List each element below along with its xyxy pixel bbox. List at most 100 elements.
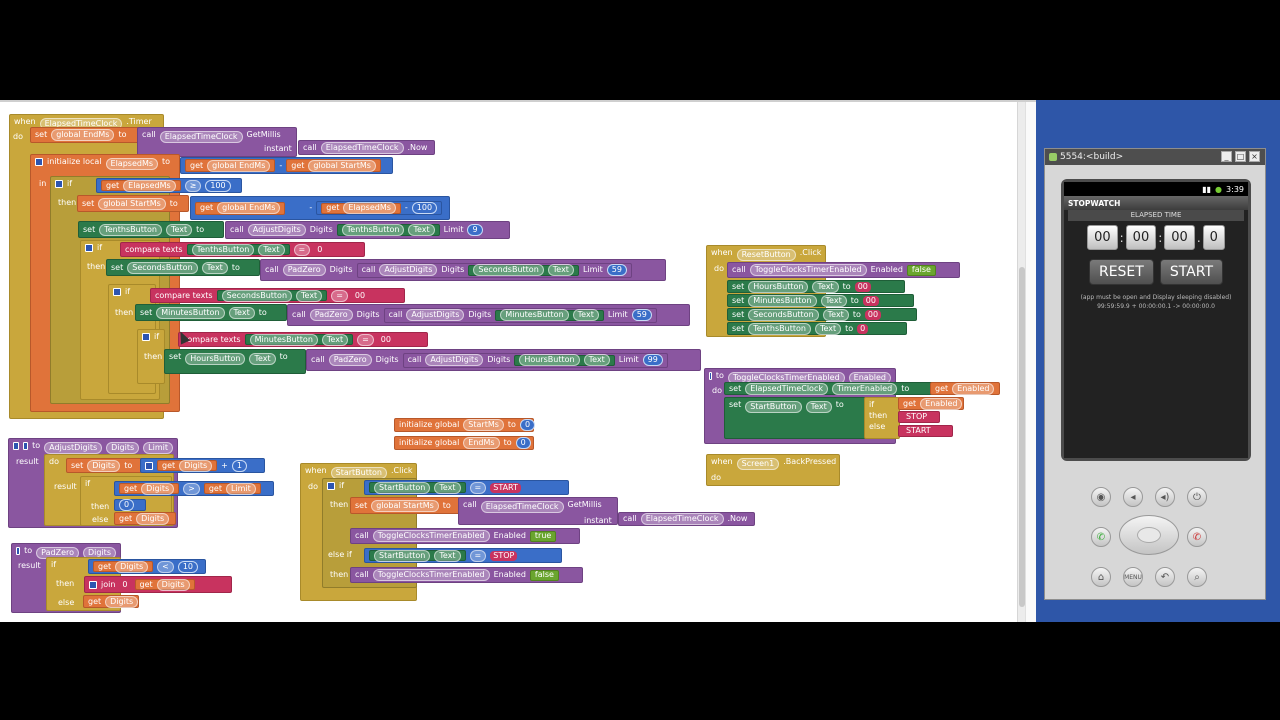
minimize-button[interactable]: _ [1221, 151, 1232, 162]
workspace-scrollbar[interactable] [1017, 102, 1025, 622]
gear-icon[interactable] [142, 333, 150, 341]
scrollbar-thumb[interactable] [1019, 267, 1025, 607]
adjust-zero[interactable]: 0 [114, 499, 146, 511]
result-label: result [16, 457, 39, 466]
dpad[interactable] [1119, 515, 1179, 555]
minutes-button[interactable]: 00 [1125, 225, 1157, 250]
clock-display: 00 : 00 : 00 . 0 [1064, 225, 1248, 250]
home-icon[interactable]: ⌂ [1091, 567, 1111, 587]
hours-button[interactable]: 00 [1087, 225, 1118, 250]
close-button[interactable]: × [1249, 151, 1260, 162]
then-label-5: then [91, 502, 110, 511]
elseif-label: else if [328, 550, 352, 559]
dpad-center[interactable] [1137, 527, 1161, 543]
emulator-titlebar[interactable]: 5554:<build> _ □ × [1045, 149, 1265, 165]
result-label-3: result [18, 561, 41, 570]
do-label-4: do [712, 386, 722, 395]
gear-icon[interactable] [89, 580, 97, 589]
gear-icon[interactable] [55, 180, 63, 188]
seconds-button[interactable]: 00 [1164, 225, 1195, 250]
reset-button[interactable]: RESET [1088, 259, 1154, 285]
toggle-stop-str[interactable]: STOP [898, 411, 940, 423]
gear-icon[interactable] [709, 372, 712, 380]
call-icon[interactable]: ✆ [1091, 527, 1111, 547]
toggle-start-str[interactable]: START [898, 425, 953, 437]
gear-icon[interactable] [327, 482, 335, 490]
tenths-button[interactable]: 0 [1202, 225, 1225, 250]
search-icon[interactable]: ⌕ [1187, 567, 1207, 587]
start-button[interactable]: START [1159, 259, 1224, 285]
elapsed-time-label: ELAPSED TIME [1068, 210, 1244, 221]
end-call-icon[interactable]: ✆ [1187, 527, 1207, 547]
camera-icon[interactable]: ◉ [1091, 487, 1111, 507]
back-icon[interactable]: ↶ [1155, 567, 1175, 587]
gear-icon[interactable] [113, 288, 121, 296]
gear-icon[interactable] [85, 244, 93, 252]
help-icon[interactable] [22, 442, 29, 450]
in-label: in [39, 179, 47, 188]
phone-frame: ▮▮ ● 3:39 STOPWATCH ELAPSED TIME 00 : 00… [1061, 179, 1251, 461]
then-label-7: then [330, 500, 349, 509]
volume-up-icon[interactable]: ◂) [1155, 487, 1175, 507]
menu-icon[interactable]: MENU [1123, 567, 1143, 587]
if-minutes-block[interactable]: if [137, 329, 165, 384]
gear-icon[interactable] [13, 442, 19, 450]
then-label-2: then [87, 262, 106, 271]
status-bar: ▮▮ ● 3:39 [1064, 182, 1248, 196]
gear-icon[interactable] [35, 158, 43, 166]
maximize-button[interactable]: □ [1235, 151, 1246, 162]
power-icon[interactable]: ⏻ [1187, 487, 1207, 507]
phone-screen[interactable]: ▮▮ ● 3:39 STOPWATCH ELAPSED TIME 00 : 00… [1064, 182, 1248, 458]
emulator-window[interactable]: 5554:<build> _ □ × ▮▮ ● 3:39 STOPWATCH E… [1044, 148, 1266, 600]
gear-icon[interactable] [145, 461, 153, 470]
gear-icon[interactable] [16, 547, 21, 555]
volume-down-icon[interactable]: ◂ [1123, 487, 1143, 507]
